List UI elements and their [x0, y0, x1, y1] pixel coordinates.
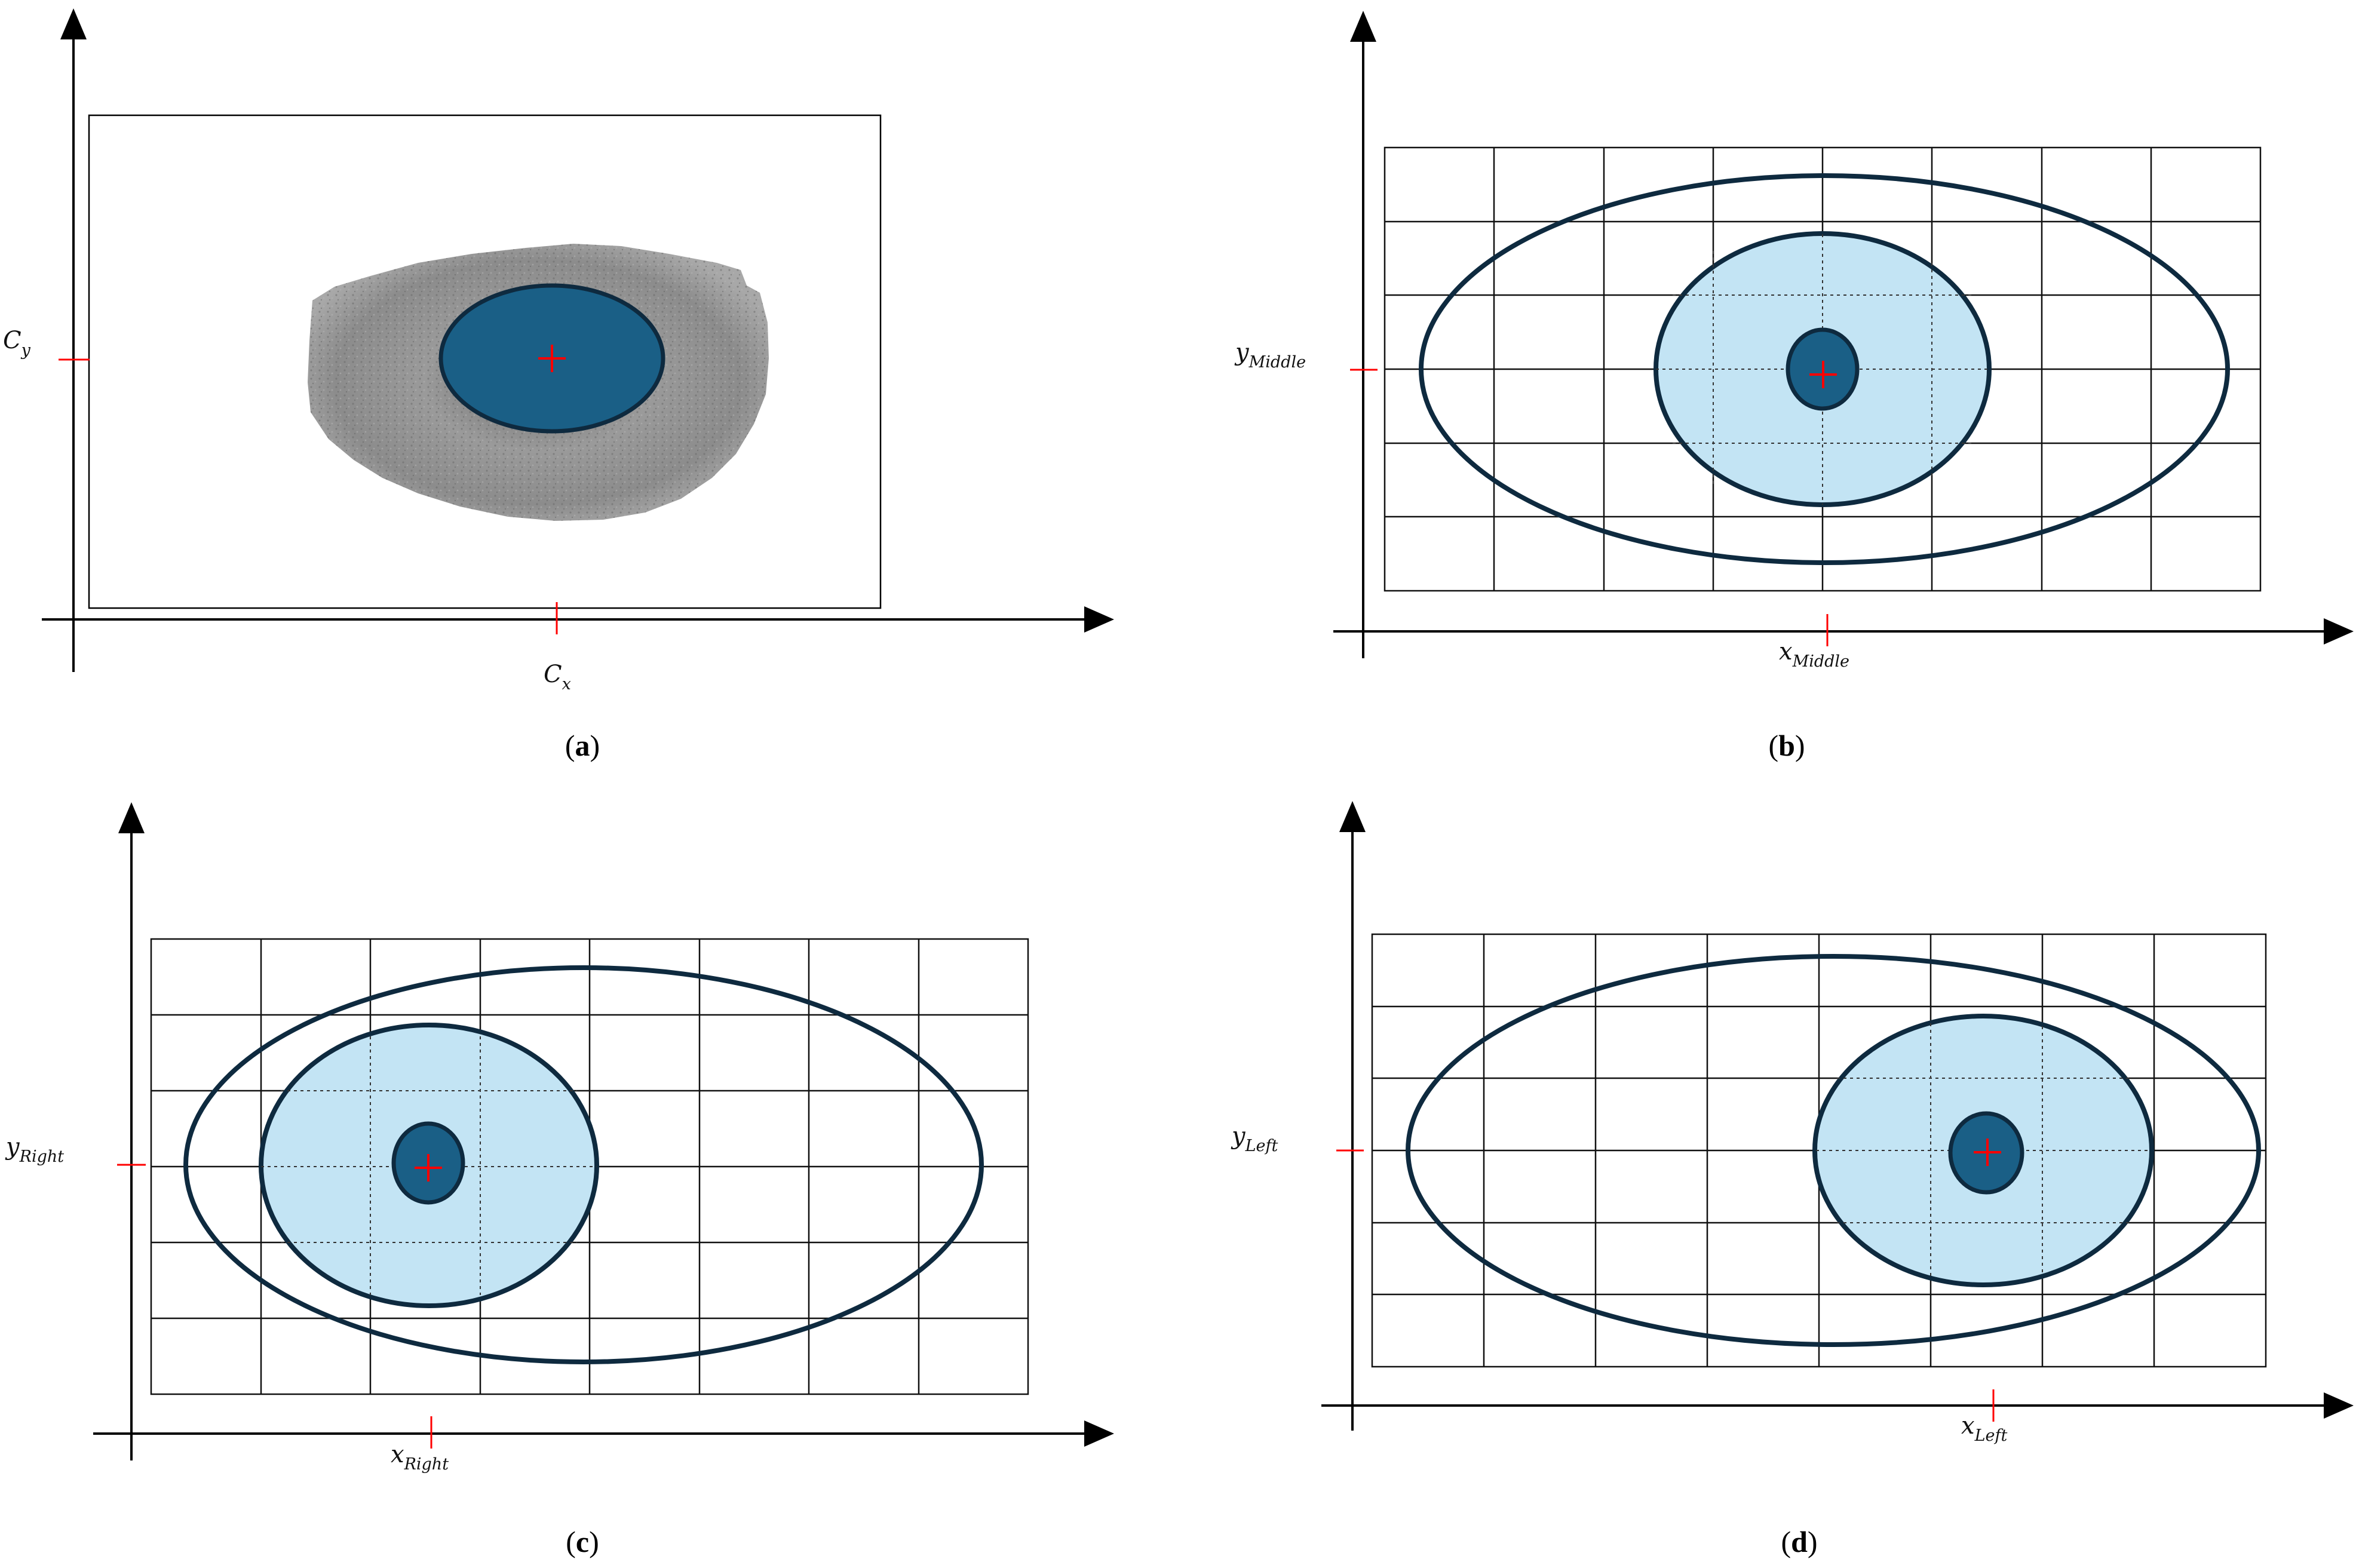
- x-axis-arrow: [2324, 1392, 2354, 1419]
- x-axis-arrow: [2324, 618, 2354, 645]
- center-mark: [1974, 1139, 2001, 1166]
- x-axis-label: xMiddle: [1779, 638, 1849, 671]
- eye-outline: [1419, 173, 2230, 565]
- panel-c: xRight yRight (c): [5, 802, 1114, 1558]
- y-axis-arrow: [60, 8, 87, 39]
- y-axis-arrow: [1339, 801, 1366, 832]
- center-mark: [538, 345, 566, 372]
- x-axis-arrow: [1084, 606, 1114, 633]
- caption: (b): [1768, 729, 1805, 762]
- x-axis-label: xRight: [391, 1441, 449, 1474]
- eye-outline: [1406, 954, 2261, 1347]
- y-axis-arrow: [118, 802, 145, 833]
- panel-a: Cx Cy (a): [3, 8, 1114, 762]
- x-axis-arrow: [1084, 1420, 1114, 1447]
- center-mark: [1809, 361, 1837, 388]
- panel-b: xMiddle yMiddle (b): [1234, 11, 2354, 762]
- eye-outline: [183, 965, 984, 1364]
- x-axis-label: xLeft: [1961, 1412, 2007, 1445]
- center-mark: [415, 1154, 442, 1182]
- y-axis-arrow: [1350, 11, 1376, 42]
- caption: (d): [1781, 1525, 1817, 1558]
- x-axis-label: Cx: [544, 661, 571, 694]
- y-axis-label: yMiddle: [1234, 339, 1306, 372]
- caption: (a): [565, 729, 600, 762]
- y-axis-label: yRight: [5, 1133, 64, 1166]
- y-axis-label: yLeft: [1231, 1122, 1278, 1155]
- caption: (c): [566, 1525, 599, 1558]
- y-axis-label: Cy: [3, 327, 31, 360]
- panel-d: xLeft yLeft (d): [1231, 801, 2354, 1558]
